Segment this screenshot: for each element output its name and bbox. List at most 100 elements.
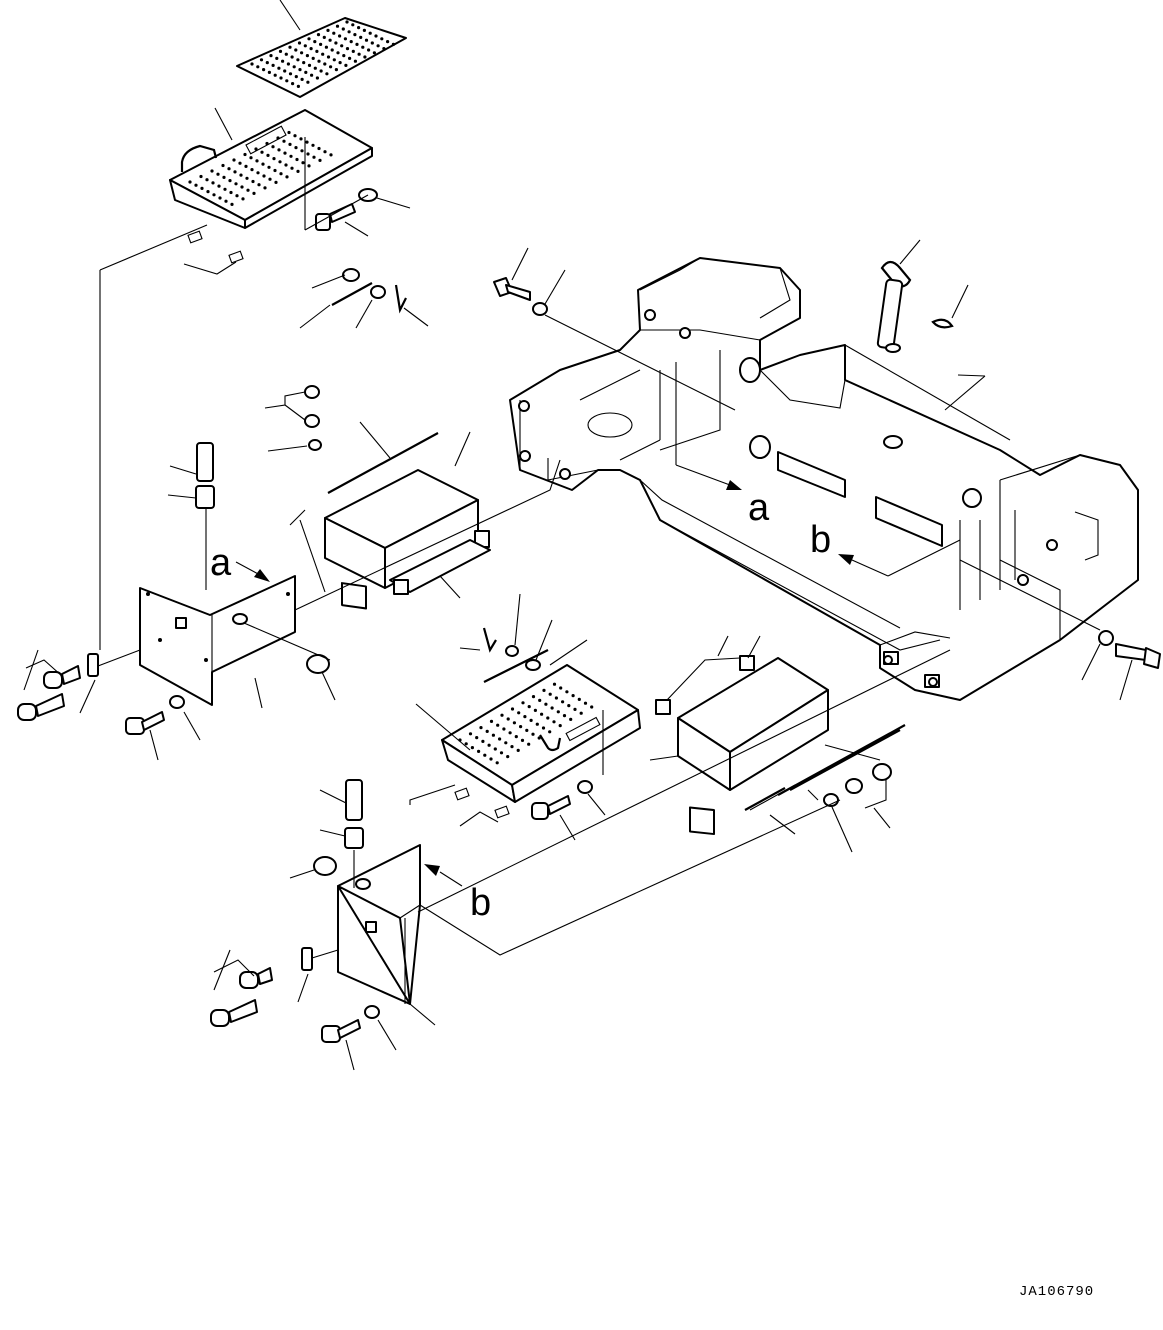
tread-hole: [376, 44, 380, 48]
tread-plate: [236, 0, 407, 98]
tread-hole: [278, 49, 283, 54]
tread-hole: [250, 62, 254, 66]
step-hole: [282, 139, 286, 143]
tread-hole: [372, 51, 376, 55]
tread-hole: [326, 28, 330, 32]
step-hole: [523, 715, 527, 719]
step-hole: [211, 181, 215, 185]
tread-hole: [307, 37, 311, 41]
tread-hole: [368, 31, 372, 35]
tread-hole: [335, 24, 340, 28]
step-hole: [221, 163, 225, 168]
tread-hole: [285, 79, 289, 83]
step-hole: [464, 742, 468, 746]
step-hole: [299, 137, 303, 141]
tread-hole: [298, 68, 302, 72]
step-hole: [256, 171, 260, 175]
step-hole: [537, 736, 541, 740]
step-lower-holes: [458, 682, 594, 765]
step-hole: [517, 711, 521, 715]
step-hole: [294, 146, 298, 150]
step-hole: [489, 719, 494, 724]
step-hole: [287, 130, 291, 135]
view-marker-b-right: b: [810, 519, 961, 577]
tread-hole: [328, 38, 332, 42]
step-hole: [558, 724, 562, 728]
step-hole: [329, 153, 333, 157]
step-hole: [567, 704, 571, 708]
step-hole: [306, 152, 310, 156]
step-hole: [293, 134, 297, 138]
tread-hole: [284, 52, 288, 56]
step-hole: [241, 197, 245, 201]
tread-hole: [347, 30, 351, 34]
step-hole: [508, 731, 512, 735]
tread-hole: [311, 56, 315, 61]
step-hole: [305, 140, 309, 144]
step-hole: [481, 739, 485, 744]
step-hole: [562, 714, 567, 718]
step-hole: [323, 150, 327, 154]
step-hole: [285, 175, 289, 179]
step-hole: [205, 178, 209, 182]
step-hole: [234, 182, 238, 186]
tread-hole: [332, 58, 336, 62]
marker-b-label-right: b: [810, 519, 831, 561]
tread-hole: [316, 33, 321, 37]
tread-hole: [269, 54, 273, 58]
step-hole: [210, 169, 214, 173]
step-hole: [544, 702, 548, 706]
step-hole: [506, 755, 510, 759]
step-hole: [283, 151, 287, 155]
tread-hole: [286, 62, 290, 66]
step-hole: [216, 172, 220, 176]
tread-hole: [294, 75, 298, 79]
step-hole: [307, 164, 311, 168]
bracket-right: [210, 649, 951, 1071]
step-hole: [260, 150, 264, 154]
step-hole: [500, 713, 504, 717]
step-hole: [569, 717, 573, 722]
step-hole: [200, 186, 204, 190]
step-hole: [475, 736, 479, 740]
tread-hole: [324, 45, 328, 49]
step-hole: [527, 705, 531, 709]
step-hole: [239, 173, 243, 177]
step-hole: [273, 168, 277, 173]
step-lower: [409, 593, 641, 841]
step-hole: [243, 152, 247, 157]
view-marker-a-right: a: [675, 446, 770, 529]
step-hole: [257, 183, 261, 187]
view-marker-a-left: a: [210, 542, 270, 584]
step-hole: [577, 697, 581, 702]
tread-hole: [256, 65, 260, 69]
step-hole: [318, 158, 322, 162]
tread-hole: [329, 65, 333, 69]
step-hole: [510, 745, 514, 749]
tread-hole: [334, 41, 338, 45]
step-hole: [470, 746, 474, 750]
bolts-washers-nuts-frame-left: [493, 247, 736, 411]
tread-hole: [351, 49, 355, 54]
step-hole: [573, 707, 577, 712]
tread-hole: [326, 55, 331, 59]
tread-hole: [281, 59, 285, 63]
tread-hole: [300, 51, 304, 55]
tread-hole: [322, 35, 326, 40]
tread-hole: [303, 44, 307, 48]
tread-hole: [267, 70, 271, 74]
tread-hole: [309, 47, 313, 51]
tread-hole: [297, 41, 302, 45]
tread-hole: [304, 70, 308, 74]
step-upper: [169, 107, 373, 275]
tread-hole: [348, 56, 352, 61]
lock-pin: [876, 239, 969, 353]
tread-hole: [359, 35, 363, 40]
tread-hole: [307, 63, 312, 67]
step-hole: [506, 717, 510, 721]
tread-hole: [302, 61, 306, 65]
step-hole: [312, 155, 316, 159]
tread-hole: [367, 48, 371, 52]
step-hole: [227, 167, 231, 171]
